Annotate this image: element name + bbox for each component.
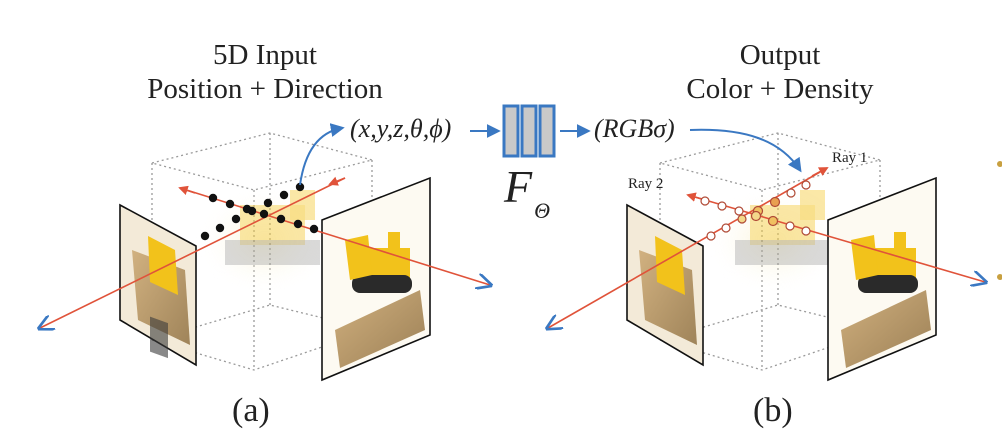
caption-a: (a) (232, 392, 270, 429)
sample-point (700, 196, 710, 206)
panel-a-title-line2: Position + Direction (147, 73, 383, 105)
ray-1-tip (811, 167, 829, 177)
sample-point (231, 214, 241, 224)
sample-point (767, 215, 779, 227)
ray-a-red-2-tip (178, 185, 196, 195)
sample-point (208, 193, 218, 203)
edge-marks (997, 161, 1002, 280)
sample-point (717, 201, 727, 211)
ray-a-red-1-tip (328, 176, 346, 186)
output-tuple: (RGBσ) (594, 114, 675, 143)
arrow-to-input (299, 123, 345, 186)
sample-points-a (200, 182, 319, 241)
network-symbol-subscript: Θ (534, 198, 550, 223)
sample-point (706, 231, 716, 241)
ray-2-label: Ray 2 (628, 176, 664, 192)
sample-point (721, 223, 731, 233)
sample-point (200, 231, 210, 241)
sample-point (215, 223, 225, 233)
mlp-layer-2 (520, 104, 538, 158)
sample-point (293, 219, 303, 229)
sample-point (786, 188, 796, 198)
panel-a (40, 123, 490, 382)
panel-b-title: Output Color + Density (640, 38, 920, 106)
image-plane-right-a (321, 176, 431, 382)
arrow-from-output (689, 128, 802, 173)
sample-point (276, 214, 286, 224)
sample-point (225, 199, 235, 209)
sample-point (295, 182, 305, 192)
sample-point (769, 196, 781, 208)
ray-a-red-1 (40, 177, 346, 328)
sample-point (734, 206, 744, 216)
ray-1-label: Ray 1 (832, 150, 868, 166)
panel-a-title-line1: 5D Input (213, 39, 317, 71)
image-plane-left-b (626, 203, 704, 367)
mlp-layer-3 (538, 104, 556, 158)
panel-b (548, 128, 985, 382)
sample-point (801, 226, 811, 236)
panel-a-title: 5D Input Position + Direction (95, 38, 435, 106)
sample-point (309, 224, 319, 234)
ray-2-tip (686, 192, 703, 202)
sample-points-b (700, 180, 811, 241)
sample-point (259, 209, 269, 219)
image-plane-right-b (827, 176, 937, 382)
network-symbol-F: F (504, 161, 533, 212)
input-tuple: (x,y,z,θ,ϕ) (350, 114, 452, 143)
mlp-layer-1 (502, 104, 520, 158)
sample-point (801, 180, 811, 190)
sample-point (242, 204, 252, 214)
sample-point (263, 198, 273, 208)
sample-point (750, 210, 762, 222)
sample-point (785, 221, 795, 231)
network-mlp (470, 104, 591, 158)
ray-1-line (548, 167, 828, 328)
image-plane-left-a (119, 203, 197, 367)
panel-b-title-line2: Color + Density (686, 73, 874, 105)
panel-b-title-line1: Output (739, 39, 821, 71)
sample-point (737, 214, 747, 224)
sample-point (279, 190, 289, 200)
network-symbol: FΘ (504, 160, 550, 223)
caption-b: (b) (753, 392, 793, 429)
